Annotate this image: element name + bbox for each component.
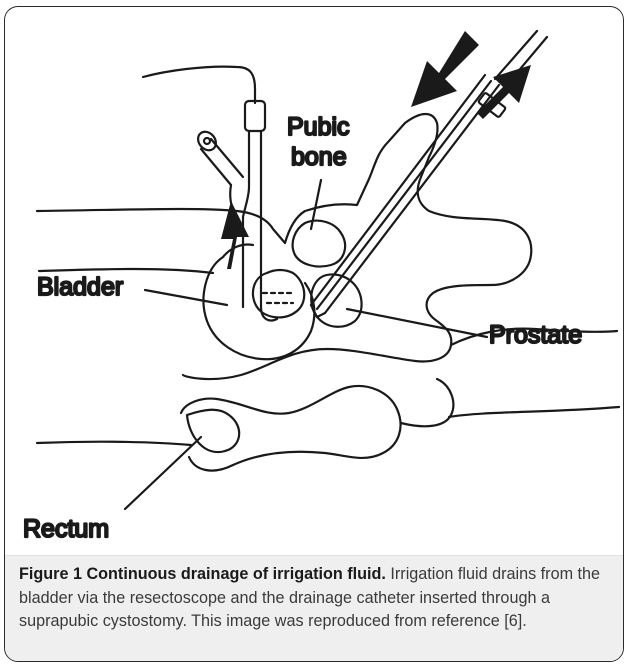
bladder-base [223, 245, 253, 258]
prostate-leader [347, 309, 487, 337]
label-bladder: Bladder [37, 273, 123, 301]
label-pubic-bone-line2: bone [291, 143, 347, 171]
pubic-bone-shape [293, 221, 345, 267]
catheter-balloon-inner [263, 293, 295, 303]
caption-lead: Figure 1 Continuous drainage of irrigati… [19, 565, 386, 583]
figure-caption: Figure 1 Continuous drainage of irrigati… [19, 563, 615, 634]
catheter-side-port-hole [204, 138, 210, 144]
lower-body-line [37, 442, 191, 445]
rectum-leader [125, 437, 201, 509]
label-prostate: Prostate [489, 321, 582, 349]
label-pubic-bone-line1: Pubic [287, 113, 350, 141]
catheter-side-port [201, 139, 243, 185]
rectum-outline [187, 410, 239, 452]
lower-right-contour [401, 379, 453, 426]
bladder-leader [145, 290, 227, 305]
abdominal-wall-outline [37, 114, 531, 379]
rectum-outer [181, 386, 401, 471]
lower-right-body-line [449, 407, 619, 417]
anatomy-diagram: Pubic bone Bladder Prostate Rectum [5, 7, 624, 555]
suprapubic-catheter-tube [143, 67, 255, 103]
catheter-shaft-left [243, 131, 249, 307]
catheter-connector [245, 101, 265, 131]
catheter-side-port-end [194, 128, 219, 154]
figure-frame: Pubic bone Bladder Prostate Rectum Figur… [4, 6, 624, 662]
label-rectum: Rectum [23, 515, 109, 543]
